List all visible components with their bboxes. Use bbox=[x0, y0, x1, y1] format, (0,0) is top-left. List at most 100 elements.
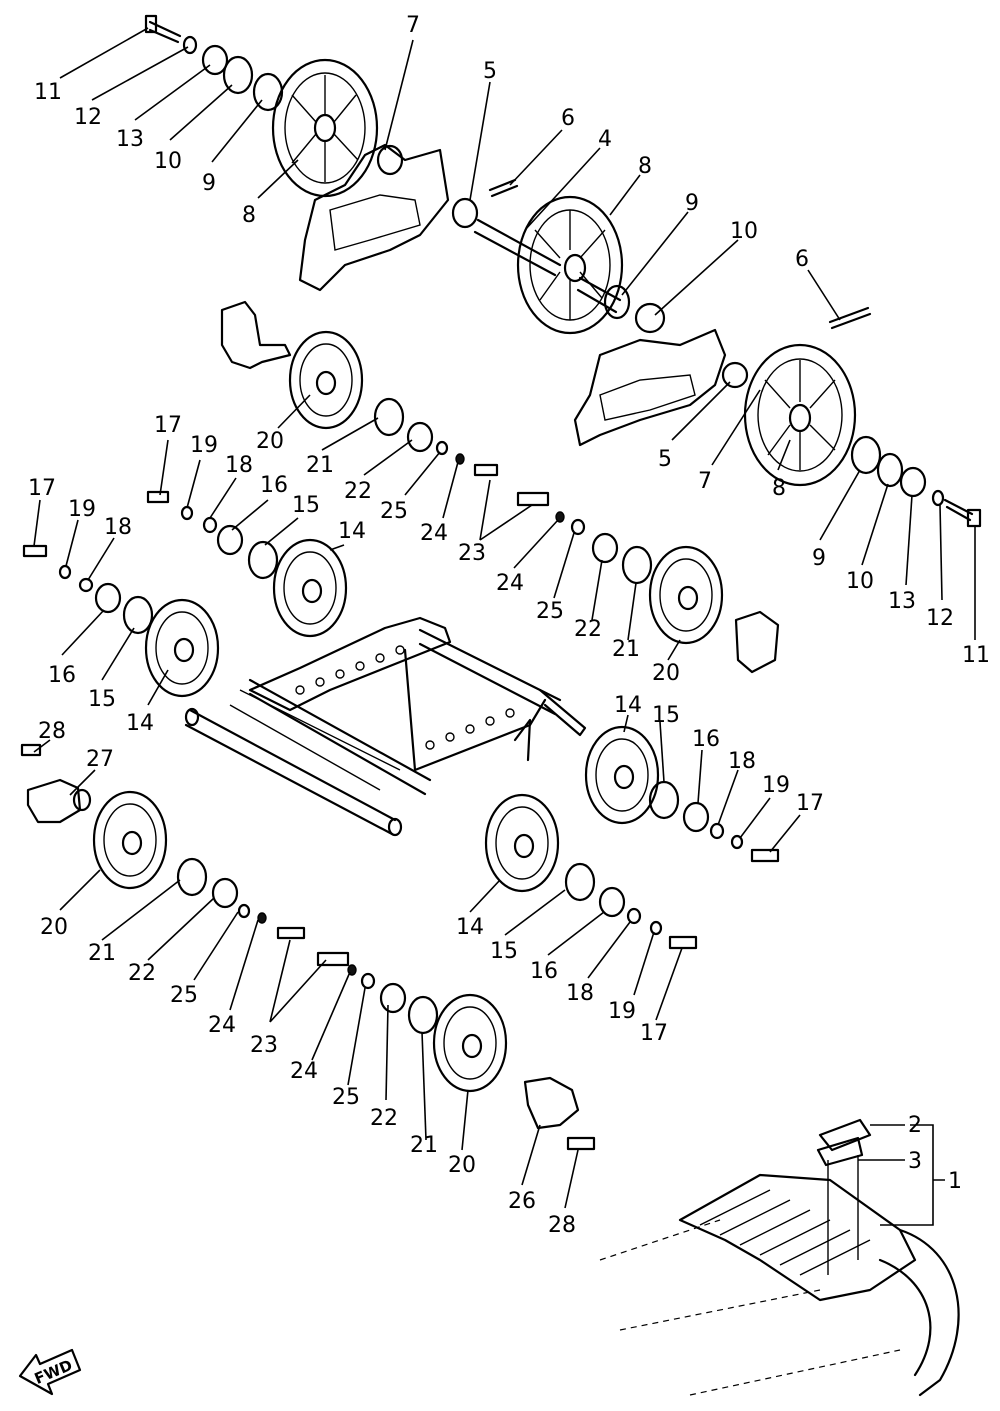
spacer-ring-part bbox=[682, 801, 710, 833]
callout-14: 14 bbox=[614, 693, 642, 718]
callout-27: 27 bbox=[86, 747, 114, 772]
callout-18: 18 bbox=[225, 453, 253, 478]
callout-labels: 11 12 13 10 9 8 7 5 6 4 8 9 10 6 5 7 8 9… bbox=[28, 13, 990, 1238]
callout-21: 21 bbox=[88, 941, 116, 966]
callout-7: 7 bbox=[698, 469, 712, 494]
pin-part bbox=[488, 178, 519, 198]
callout-18: 18 bbox=[566, 981, 594, 1006]
middle-right-wheel-assembly bbox=[584, 725, 780, 863]
callout-24: 24 bbox=[420, 521, 448, 546]
spacer-ring-part bbox=[634, 302, 666, 334]
callout-19: 19 bbox=[68, 497, 96, 522]
callout-2: 2 bbox=[908, 1113, 922, 1138]
wheel-bracket-part bbox=[220, 300, 292, 370]
wheel-part bbox=[144, 598, 220, 698]
callout-16: 16 bbox=[260, 473, 288, 498]
callout-16: 16 bbox=[530, 959, 558, 984]
suspension-arm-part bbox=[573, 328, 727, 447]
wheel-part bbox=[584, 725, 660, 825]
wheel-part bbox=[432, 993, 508, 1093]
collar-part bbox=[721, 361, 749, 389]
callout-6: 6 bbox=[795, 247, 809, 272]
spacer-ring-part bbox=[379, 982, 407, 1014]
callout-15: 15 bbox=[292, 493, 320, 518]
bolt-part bbox=[473, 463, 550, 507]
callout-14: 14 bbox=[126, 711, 154, 736]
bolt-part bbox=[316, 951, 350, 967]
washer-part bbox=[237, 903, 251, 919]
middle-wheel-assembly bbox=[22, 300, 780, 698]
bolt-part bbox=[276, 926, 306, 940]
callout-1: 1 bbox=[948, 1169, 962, 1194]
spacer-ring-part bbox=[94, 582, 122, 614]
washer-part bbox=[435, 440, 449, 456]
callout-20: 20 bbox=[40, 915, 68, 940]
callout-26: 26 bbox=[508, 1189, 536, 1214]
callout-7: 7 bbox=[406, 13, 420, 38]
lock-washer-part bbox=[58, 564, 72, 580]
washer-part bbox=[626, 907, 642, 925]
callout-17: 17 bbox=[28, 476, 56, 501]
wheel-bracket-part bbox=[734, 610, 780, 674]
callout-25: 25 bbox=[332, 1085, 360, 1110]
bearing-part bbox=[252, 72, 284, 112]
bolt-part bbox=[943, 498, 982, 528]
pin-part bbox=[828, 306, 872, 330]
callout-22: 22 bbox=[128, 961, 156, 986]
wheel-part bbox=[288, 330, 364, 430]
wheel-part bbox=[648, 545, 724, 645]
lock-washer-part bbox=[730, 834, 744, 850]
bearing-part bbox=[603, 284, 631, 320]
bearing-part bbox=[247, 540, 279, 580]
callout-24: 24 bbox=[290, 1059, 318, 1084]
callout-19: 19 bbox=[762, 773, 790, 798]
bolt-part bbox=[566, 1136, 596, 1151]
spacer-ring-part bbox=[876, 452, 904, 488]
callout-14: 14 bbox=[338, 519, 366, 544]
callout-24: 24 bbox=[208, 1013, 236, 1038]
lock-washer-part bbox=[180, 505, 194, 521]
callout-18: 18 bbox=[104, 515, 132, 540]
collar-part bbox=[451, 197, 479, 229]
callout-28: 28 bbox=[548, 1213, 576, 1238]
callout-25: 25 bbox=[170, 983, 198, 1008]
bolt-part bbox=[20, 743, 42, 757]
callout-20: 20 bbox=[256, 429, 284, 454]
suspension-frame-part bbox=[184, 616, 587, 837]
callout-17: 17 bbox=[796, 791, 824, 816]
washer-part bbox=[78, 577, 94, 593]
callout-21: 21 bbox=[410, 1133, 438, 1158]
callout-13: 13 bbox=[888, 589, 916, 614]
spacer-ring-part bbox=[406, 421, 434, 453]
callout-15: 15 bbox=[490, 939, 518, 964]
bearing-part bbox=[564, 862, 596, 902]
callout-5: 5 bbox=[658, 447, 672, 472]
track-assembly-part bbox=[599, 1118, 960, 1397]
washer-part bbox=[931, 489, 945, 507]
callout-9: 9 bbox=[685, 191, 699, 216]
shaft-part bbox=[576, 276, 622, 314]
callout-17: 17 bbox=[640, 1021, 668, 1046]
callout-10: 10 bbox=[154, 149, 182, 174]
callout-9: 9 bbox=[202, 171, 216, 196]
callout-25: 25 bbox=[536, 599, 564, 624]
callout-16: 16 bbox=[48, 663, 76, 688]
bearing-part bbox=[850, 435, 882, 475]
callout-10: 10 bbox=[730, 219, 758, 244]
wheel-part bbox=[484, 793, 560, 893]
callout-12: 12 bbox=[74, 105, 102, 130]
callout-8: 8 bbox=[242, 203, 256, 228]
wheel-bracket-part bbox=[26, 778, 92, 824]
callout-14: 14 bbox=[456, 915, 484, 940]
bearing-part bbox=[621, 545, 653, 585]
bolt-part bbox=[750, 848, 780, 863]
washer-part bbox=[360, 972, 376, 990]
callout-11: 11 bbox=[34, 80, 62, 105]
callout-21: 21 bbox=[612, 637, 640, 662]
washer-part bbox=[182, 35, 198, 55]
spacer-ring-part bbox=[591, 532, 619, 564]
wheel-part bbox=[272, 538, 348, 638]
callout-17: 17 bbox=[154, 413, 182, 438]
callout-3: 3 bbox=[908, 1149, 922, 1174]
